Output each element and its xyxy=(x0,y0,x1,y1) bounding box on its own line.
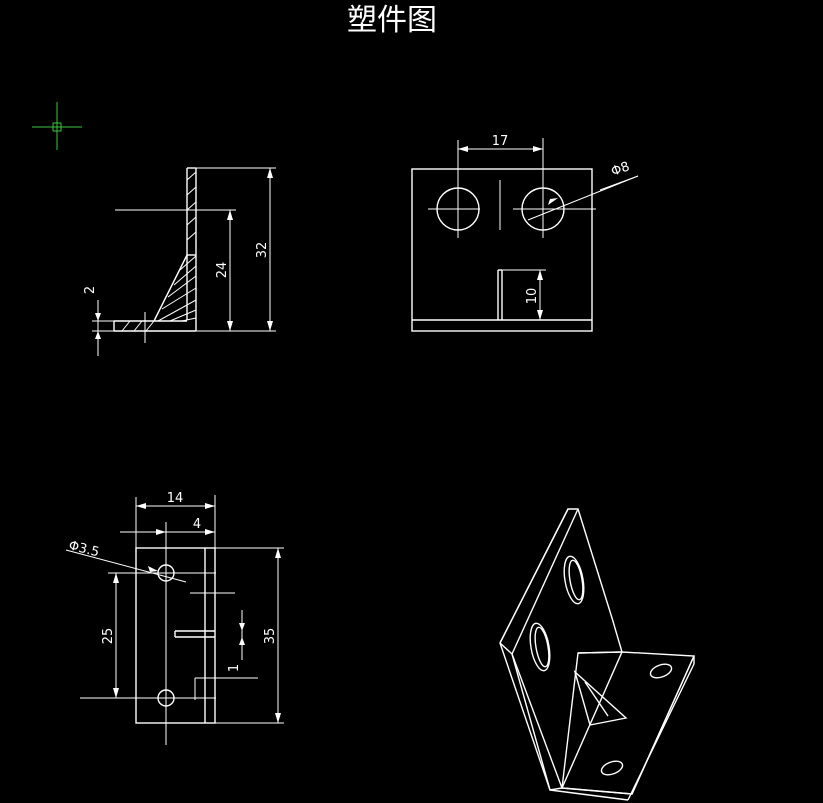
dim-front-hole-diameter: Φ8 xyxy=(609,159,632,179)
front-view: 17 Φ8 10 xyxy=(411,134,639,332)
dim-top-offset: 4 xyxy=(193,517,201,532)
dim-top-hole-diameter: Φ3.5 xyxy=(67,538,101,560)
dim-side-height: 32 xyxy=(255,242,270,259)
dim-top-rib-thickness: 1 xyxy=(227,664,242,672)
side-view: 32 24 2 xyxy=(83,167,276,356)
crosshair-cursor-icon xyxy=(32,102,82,150)
dim-side-inner-height: 24 xyxy=(215,262,230,279)
dim-side-thickness: 2 xyxy=(83,286,98,294)
top-view: 14 4 Φ3.5 25 35 1 xyxy=(65,491,284,745)
dim-top-width: 14 xyxy=(167,491,184,506)
isometric-view xyxy=(499,508,696,801)
dim-top-length: 35 xyxy=(263,628,278,645)
drawing-title: 塑件图 xyxy=(347,3,437,38)
dim-front-hole-spacing: 17 xyxy=(492,134,509,149)
dim-front-rib-height: 10 xyxy=(525,288,540,305)
dim-top-hole-spacing: 25 xyxy=(101,628,116,645)
